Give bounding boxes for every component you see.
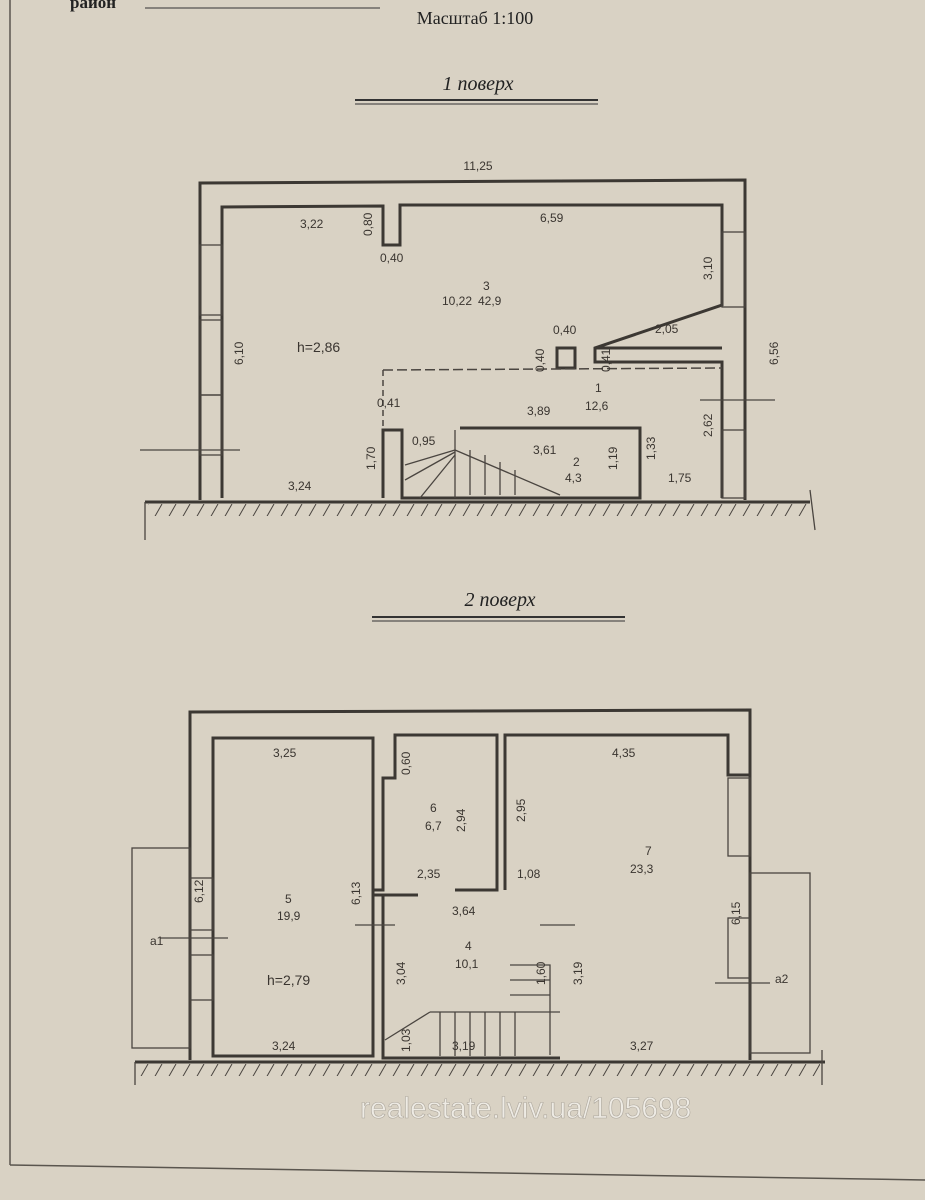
- room-7-number: 7: [645, 844, 652, 858]
- dim-label: 2,05: [655, 322, 679, 336]
- dim-overall-width: 11,25: [463, 159, 492, 173]
- room-7-area: 23,3: [630, 862, 654, 876]
- watermark: realestate.lviv.ua/105698: [360, 1092, 691, 1125]
- room-6-number: 6: [430, 801, 437, 815]
- floor-1-title: 1 поверх: [442, 73, 513, 95]
- dim-label: 1,75: [668, 471, 692, 485]
- room-1-number: 1: [595, 381, 602, 395]
- dim-label: 6,13: [349, 881, 363, 905]
- dim-label: 3,27: [630, 1039, 654, 1053]
- dim-label: 0,41: [377, 396, 401, 410]
- floor-2-plan: 2 поверх 3,25 0,60 2,94 6: [131, 589, 825, 1125]
- dim-label: 2,62: [701, 413, 715, 437]
- room-4-number: 4: [465, 939, 472, 953]
- dim-label: 3,89: [527, 404, 551, 418]
- dim-label: 3,04: [394, 961, 408, 985]
- dim-label: 4,35: [612, 746, 636, 760]
- dim-label: 0,60: [399, 751, 413, 775]
- dim-label: 3,24: [288, 479, 312, 493]
- room-5-area: 19,9: [277, 909, 301, 923]
- dim-label: 0,40: [553, 323, 577, 337]
- dim-label: 0,80: [361, 212, 375, 236]
- staircase: [384, 964, 560, 1056]
- dim-label: 2,35: [417, 867, 441, 881]
- dim-label: 3,19: [452, 1039, 476, 1053]
- dim-label: 3,61: [533, 443, 557, 457]
- header-cut-text: район: [70, 0, 116, 12]
- dim-label: 3,22: [300, 217, 324, 231]
- room-2-number: 2: [573, 455, 580, 469]
- dim-label: 0,40: [380, 251, 404, 265]
- dim-label: 10,22: [442, 294, 472, 308]
- room-3-area: 42,9: [478, 294, 502, 308]
- dim-label: 6,12: [192, 879, 206, 903]
- dim-label: 6,59: [540, 211, 564, 225]
- dim-label: 2,95: [514, 798, 528, 822]
- ceiling-height: h=2,86: [297, 339, 340, 355]
- ceiling-height: h=2,79: [267, 972, 310, 988]
- dim-label: 2,94: [454, 808, 468, 832]
- dim-label: 3,64: [452, 904, 476, 918]
- dim-label: 1,60: [534, 961, 548, 985]
- balcony-a2-label: a2: [775, 972, 789, 986]
- balcony-a1: [131, 847, 191, 1049]
- column: [555, 346, 577, 370]
- floor-1-plan: 1 поверх 11,25 3,22 0,80 0,40 6,59 3,10: [140, 73, 816, 540]
- room-5-number: 5: [285, 892, 292, 906]
- dim-label: 0,41: [599, 348, 613, 372]
- dim-label: 3,10: [701, 256, 715, 280]
- dim-label: 1,33: [644, 436, 658, 460]
- room-4-area: 10,1: [455, 957, 479, 971]
- room-2-area: 4,3: [565, 471, 582, 485]
- room-6-area: 6,7: [425, 819, 442, 833]
- room-1-area: 12,6: [585, 399, 609, 413]
- staircase: [404, 430, 561, 499]
- dim-label: 3,19: [571, 961, 585, 985]
- floor-2-title: 2 поверх: [464, 589, 535, 611]
- balcony-a1-label: a1: [150, 934, 164, 948]
- dim-label: 3,25: [273, 746, 297, 760]
- dim-label: 6,10: [232, 341, 246, 365]
- dim-label: 1,19: [606, 446, 620, 470]
- dim-label: 0,40: [533, 348, 547, 372]
- dim-label: 6,56: [767, 341, 781, 365]
- dim-label: 1,70: [364, 446, 378, 470]
- dim-label: 6,15: [729, 901, 743, 925]
- scale-label: Масштаб 1:100: [417, 8, 534, 28]
- dim-label: 3,24: [272, 1039, 296, 1053]
- dim-label: 1,03: [399, 1028, 413, 1052]
- dim-label: 1,08: [517, 867, 541, 881]
- dim-label: 0,95: [412, 434, 436, 448]
- room-3-number: 3: [483, 279, 490, 293]
